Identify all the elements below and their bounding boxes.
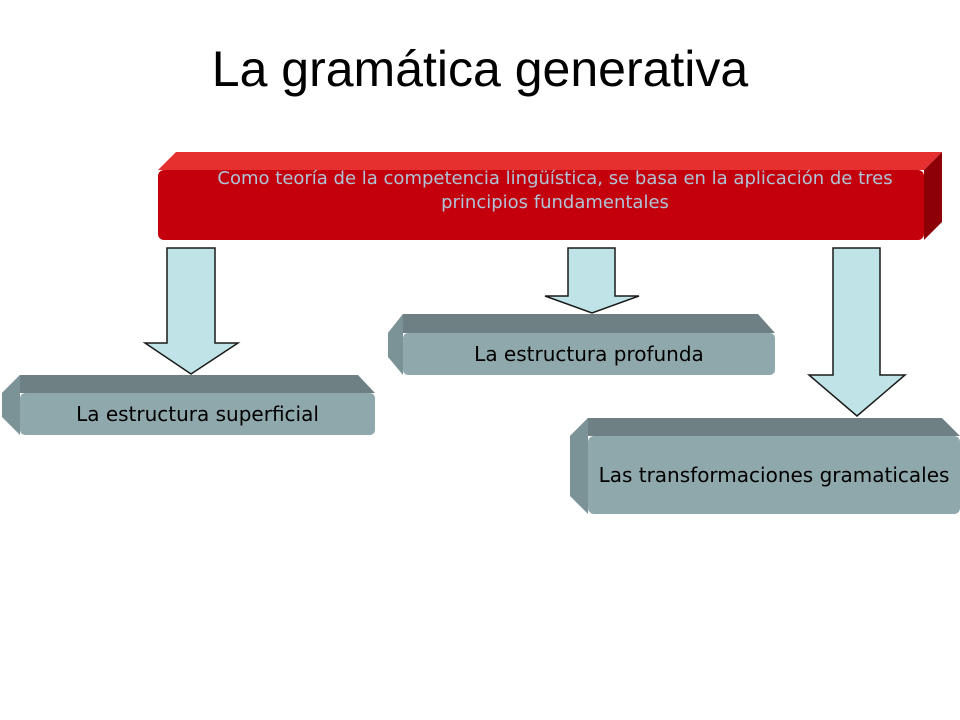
branch-box-top-face <box>2 375 375 393</box>
branch-label-superficial: La estructura superficial <box>76 402 319 426</box>
branch-box-side-face <box>570 418 588 514</box>
main-box <box>158 152 942 240</box>
branch-label-profunda: La estructura profunda <box>474 342 704 366</box>
branch-box-front-face <box>403 333 775 375</box>
branch-box-front-face <box>588 436 960 514</box>
branch-box-superficial <box>2 375 375 435</box>
main-box-text: Como teoría de la competencia lingüístic… <box>217 168 893 213</box>
branch-box-top-face <box>388 314 775 333</box>
branch-box-profunda <box>388 314 775 375</box>
branch-label-transformaciones: Las transformaciones gramaticales <box>598 462 950 487</box>
main-box-front-face <box>158 170 924 240</box>
down-arrow-middle <box>544 247 640 314</box>
branch-box-side-face <box>2 375 20 435</box>
branch-box-top-face <box>570 418 960 436</box>
branch-box-transformaciones <box>570 418 960 514</box>
page-title: La gramática generativa <box>211 41 749 97</box>
down-arrow-right <box>806 247 908 417</box>
main-box-side-face <box>924 152 942 240</box>
main-box-top-face <box>158 152 942 170</box>
down-arrow-left <box>142 247 241 375</box>
branch-box-side-face <box>388 314 403 375</box>
branch-box-front-face <box>20 393 375 435</box>
